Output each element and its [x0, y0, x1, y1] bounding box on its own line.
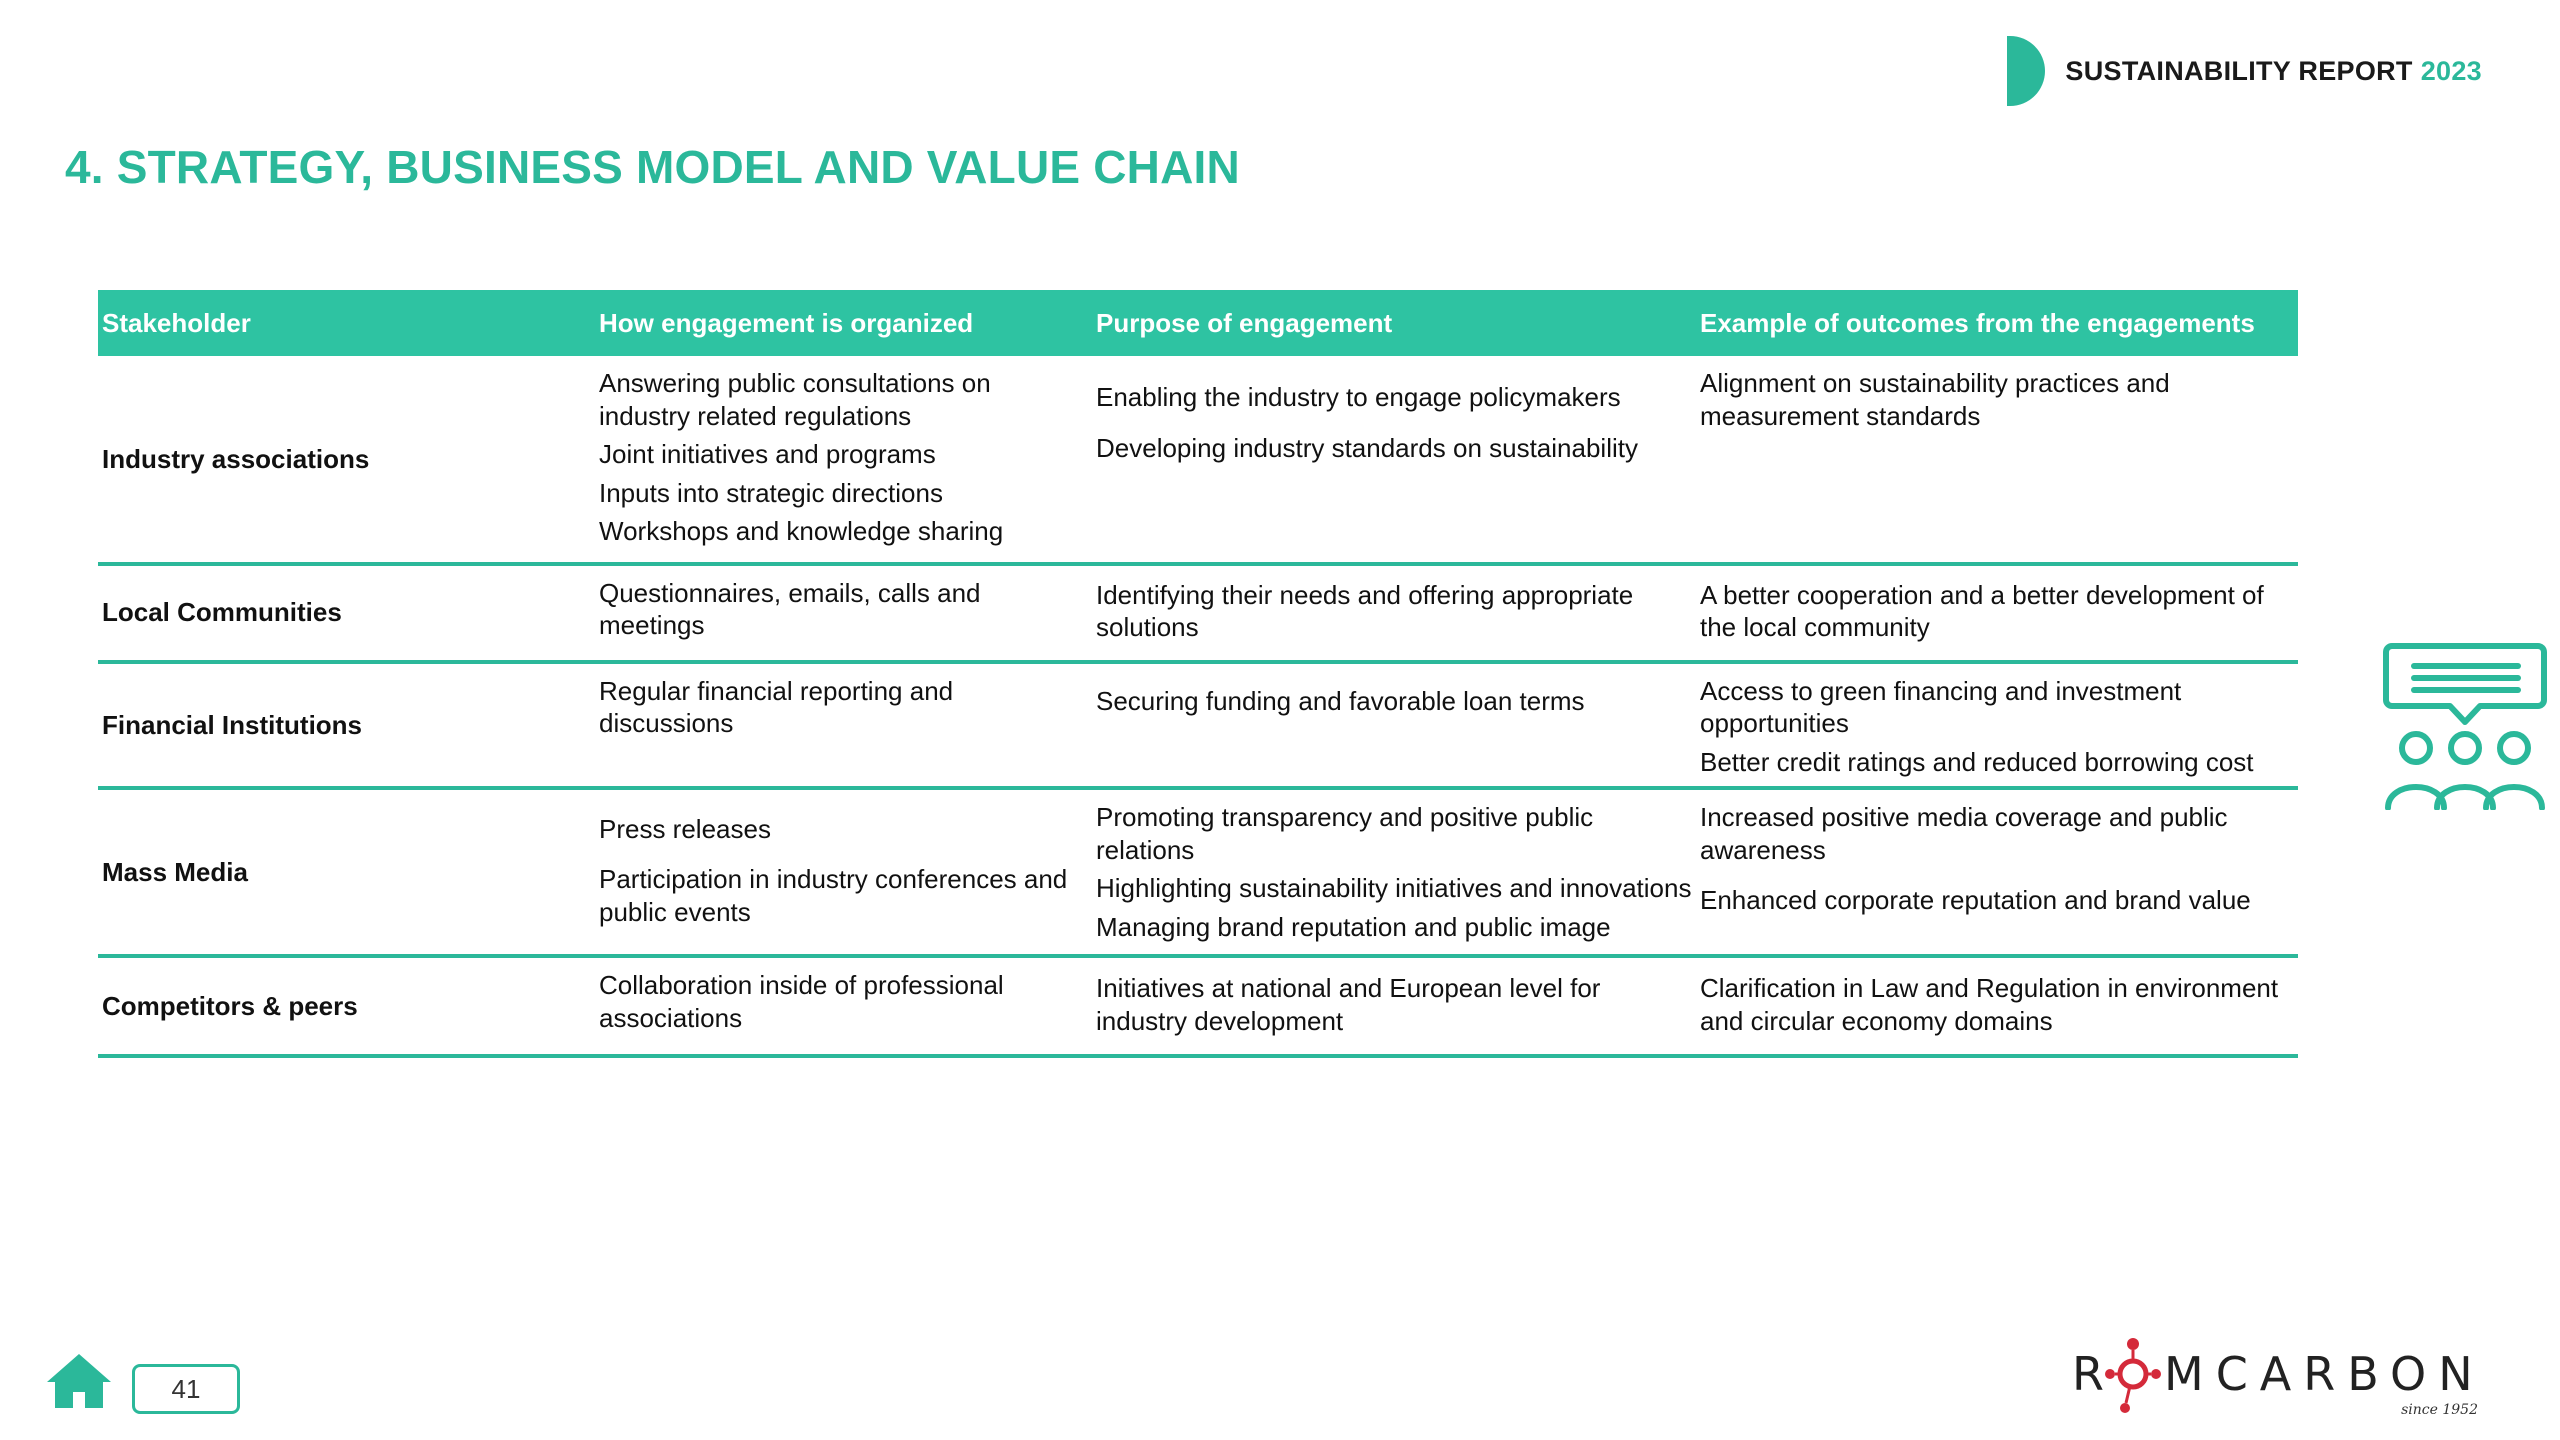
how-item: Participation in industry conferences an…	[599, 864, 1068, 927]
logo-wordmark: MCARBON	[2164, 1347, 2485, 1401]
purpose-cell: Identifying their needs and offering app…	[1092, 563, 1696, 664]
logo-molecule-mark	[2105, 1338, 2161, 1413]
stakeholder-cell: Industry associations	[98, 356, 595, 566]
how-item: Regular financial reporting and discussi…	[599, 675, 954, 739]
header-half-circle-mark	[2007, 36, 2046, 106]
purpose-item: Identifying their needs and offering app…	[1096, 579, 1634, 643]
table-header-row: Stakeholder How engagement is organized …	[98, 290, 2298, 356]
purpose-item: Initiatives at national and European lev…	[1096, 973, 1601, 1036]
outcome-item: Access to green financing and investment…	[1700, 675, 2182, 739]
logo-since: since 1952	[2401, 1402, 2478, 1418]
romcarbon-logo: R MCARBON since 1952	[2072, 1338, 2485, 1418]
outcome-item: Better credit ratings and reduced borrow…	[1700, 746, 2254, 777]
how-item: Workshops and knowledge sharing	[599, 516, 1004, 546]
stakeholder-cell: Mass Media	[98, 788, 595, 958]
how-item: Inputs into strategic directions	[599, 477, 943, 508]
header-report-label: SUSTAINABILITY REPORT	[2065, 55, 2413, 86]
outcomes-cell: Alignment on sustainability practices an…	[1696, 356, 2298, 566]
header-year: 2023	[2420, 55, 2482, 86]
stakeholder-cell: Financial Institutions	[98, 661, 595, 790]
purpose-cell: Securing funding and favorable loan term…	[1092, 661, 1696, 790]
how-cell: Regular financial reporting and discussi…	[595, 661, 1092, 790]
stakeholder-engagement-table: Stakeholder How engagement is organized …	[98, 290, 2298, 1058]
outcome-item: Increased positive media coverage and pu…	[1700, 802, 2228, 865]
how-item: Joint initiatives and programs	[599, 439, 936, 469]
table-row: Mass Media Press releases Participation …	[98, 788, 2298, 958]
column-header-purpose: Purpose of engagement	[1092, 290, 1696, 356]
stakeholder-cell: Local Communities	[98, 563, 595, 664]
purpose-item: Enabling the industry to engage policyma…	[1096, 382, 1621, 412]
purpose-cell: Enabling the industry to engage policyma…	[1092, 356, 1696, 566]
column-header-how: How engagement is organized	[595, 290, 1092, 356]
page-title: 4. STRATEGY, BUSINESS MODEL AND VALUE CH…	[65, 141, 1240, 193]
how-item: Press releases	[599, 813, 771, 844]
outcome-item: A better cooperation and a better develo…	[1700, 579, 2264, 643]
stakeholder-engagement-icon	[2383, 643, 2547, 810]
logo-letter-r: R	[2072, 1347, 2116, 1401]
page-number-box[interactable]: 41	[132, 1364, 240, 1414]
how-cell: Press releases Participation in industry…	[595, 788, 1092, 958]
outcomes-cell: Access to green financing and investment…	[1696, 661, 2298, 790]
column-header-stakeholder: Stakeholder	[98, 290, 595, 356]
how-cell: Answering public consultations on indust…	[595, 356, 1092, 566]
purpose-cell: Initiatives at national and European lev…	[1092, 956, 1696, 1058]
table-row: Local Communities Questionnaires, emails…	[98, 563, 2298, 664]
purpose-cell: Promoting transparency and positive publ…	[1092, 788, 1696, 958]
how-item: Collaboration inside of professional ass…	[599, 970, 1004, 1033]
column-header-outcomes: Example of outcomes from the engagements	[1696, 290, 2298, 356]
home-icon[interactable]	[45, 1350, 113, 1412]
stakeholder-cell: Competitors & peers	[98, 956, 595, 1058]
table-row: Financial Institutions Regular financial…	[98, 661, 2298, 790]
how-cell: Collaboration inside of professional ass…	[595, 956, 1092, 1058]
purpose-item: Developing industry standards on sustain…	[1096, 432, 1638, 463]
outcome-item: Clarification in Law and Regulation in e…	[1700, 973, 2279, 1036]
outcomes-cell: A better cooperation and a better develo…	[1696, 563, 2298, 664]
page-number: 41	[171, 1373, 201, 1404]
outcomes-cell: Increased positive media coverage and pu…	[1696, 788, 2298, 958]
outcome-item: Alignment on sustainability practices an…	[1700, 368, 2170, 431]
purpose-item: Securing funding and favorable loan term…	[1096, 685, 1585, 716]
purpose-item: Managing brand reputation and public ima…	[1096, 911, 1611, 942]
table-row: Industry associations Answering public c…	[98, 356, 2298, 566]
outcomes-cell: Clarification in Law and Regulation in e…	[1696, 956, 2298, 1058]
outcome-item: Enhanced corporate reputation and brand …	[1700, 885, 2251, 915]
table-row: Competitors & peers Collaboration inside…	[98, 956, 2298, 1058]
how-item: Questionnaires, emails, calls and meetin…	[599, 577, 981, 641]
how-cell: Questionnaires, emails, calls and meetin…	[595, 563, 1092, 664]
purpose-item: Promoting transparency and positive publ…	[1096, 802, 1594, 865]
how-item: Answering public consultations on indust…	[599, 368, 991, 431]
purpose-item: Highlighting sustainability initiatives …	[1096, 873, 1692, 903]
